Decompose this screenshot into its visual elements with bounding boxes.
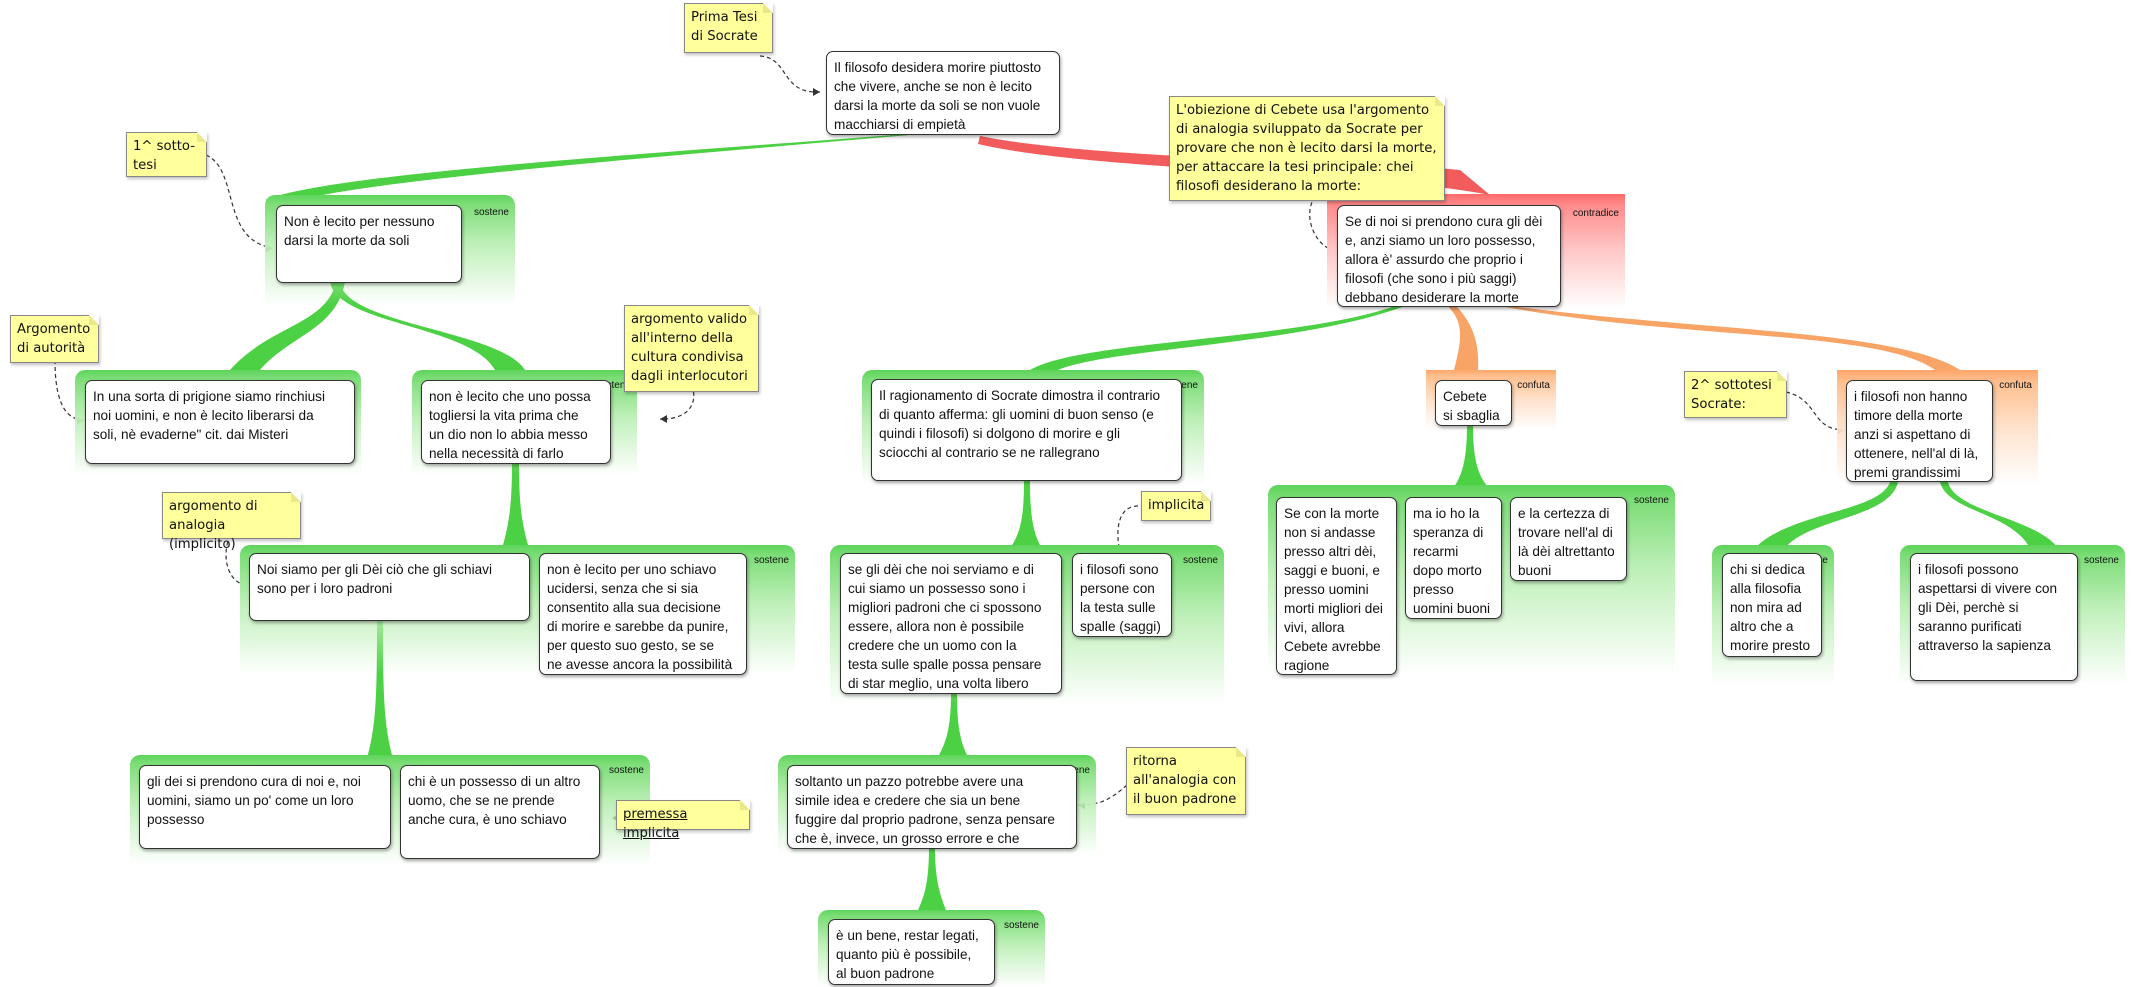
link-root-lecito (265, 128, 990, 200)
node-dio[interactable]: non è lecito che uno possa togliersi la … (421, 380, 611, 464)
leader-prima-tesi (759, 55, 821, 93)
tag-confuta: confuta (1517, 380, 1550, 391)
tag-contradice: contradice (1572, 208, 1619, 219)
arrow-valido (660, 415, 667, 423)
note-analogia[interactable]: argomento di analogia (implicito) (162, 492, 301, 552)
node-filosofi-saggi[interactable]: i filosofi sono persone con la testa sul… (1072, 553, 1172, 637)
node-se-morte[interactable]: Se con la morte non si andasse presso al… (1276, 497, 1397, 675)
leader-autorita (54, 359, 85, 421)
note-obiezione[interactable]: L'obiezione di Cebete usa l'argomento di… (1169, 96, 1445, 201)
leader-sotto-tesi-1 (205, 154, 274, 249)
link-schiavi-cura (365, 620, 395, 765)
link-sbaglia-figli (1454, 425, 1488, 487)
link-dio-schiavi (503, 462, 528, 545)
tag-sostene: sostene (1003, 920, 1039, 931)
tag-sostene: sostene (2083, 555, 2119, 566)
node-bene[interactable]: è un bene, restar legati, quanto più è p… (828, 919, 995, 985)
node-dei-schiavi[interactable]: Noi siamo per gli Dèi ciò che gli schiav… (249, 553, 530, 621)
note-autorita[interactable]: Argomento di autorità (10, 315, 99, 363)
node-aspettarsi[interactable]: i filosofi possono aspettarsi di vivere … (1910, 553, 2078, 681)
tag-sostene: sostene (473, 207, 509, 218)
link-lecito-dio (330, 282, 525, 370)
tag-sostene: sostene (608, 765, 644, 776)
note-valido[interactable]: argomento valido all'interno della cultu… (624, 305, 759, 392)
link-lecito-prigione (230, 282, 345, 370)
leader-obiezione (1309, 195, 1336, 251)
node-possesso[interactable]: chi è un possesso di un altro uomo, che … (400, 765, 600, 859)
node-prigione[interactable]: In una sorta di prigione siamo rinchiusi… (85, 380, 355, 464)
note-premessa[interactable]: premessa implicita (616, 800, 750, 841)
node-dei-cura[interactable]: gli dei si prendono cura di noi e, noi u… (139, 765, 391, 849)
note-ritorna[interactable]: ritorna all'analogia con il buon padrone (1126, 747, 1246, 815)
tag-sostene: sostene (595, 380, 631, 391)
arrow-prima-tesi (813, 88, 820, 96)
note-sotto-tesi-2[interactable]: 2^ sottotesi Socrate: (1684, 371, 1787, 418)
note-implicita[interactable]: implicita (1141, 491, 1211, 521)
link-timore-aspettarsi (1940, 482, 2058, 548)
tag-sostene: sostene (753, 555, 789, 566)
link-cebete-timore (1500, 306, 1960, 370)
node-timore[interactable]: i filosofi non hanno timore della morte … (1846, 380, 1993, 482)
node-pazzo[interactable]: soltanto un pazzo potrebbe avere una sim… (787, 765, 1077, 849)
link-serviamo-pazzo (939, 693, 967, 755)
link-ragionamento-serviamo (1012, 480, 1040, 545)
node-serviamo[interactable]: se gli dèi che noi serviamo e di cui sia… (840, 553, 1062, 694)
note-prima-tesi[interactable]: Prima Tesi di Socrate (684, 3, 773, 53)
note-sotto-tesi-1[interactable]: 1^ sotto- tesi (126, 132, 207, 177)
node-certezza[interactable]: e la certezza di trovare nell'al di là d… (1510, 497, 1627, 581)
link-timore-dedica (1755, 482, 1898, 548)
link-pazzo-bene (918, 847, 946, 910)
node-speranza[interactable]: ma io ho la speranza di recarmi dopo mor… (1405, 497, 1502, 619)
node-cebete[interactable]: Se di noi si prendono cura gli dèi e, an… (1337, 205, 1561, 307)
node-root[interactable]: Il filosofo desidera morire piuttosto ch… (826, 51, 1060, 135)
node-non-lecito[interactable]: Non è lecito per nessuno darsi la morte … (276, 205, 462, 283)
leader-sotto-tesi-2 (1785, 391, 1846, 431)
node-sbaglia[interactable]: Cebete si sbaglia (1435, 380, 1512, 426)
node-dedica[interactable]: chi si dedica alla filosofia non mira ad… (1722, 553, 1822, 657)
link-cebete-ragionamento (1030, 306, 1405, 370)
node-schiavo[interactable]: non è lecito per uno schiavo ucidersi, s… (539, 553, 747, 675)
tag-sostene: sostene (1182, 555, 1218, 566)
link-cebete-sbaglia (1448, 306, 1479, 370)
tag-confuta: confuta (1999, 380, 2032, 391)
tag-sostene: sostene (1633, 495, 1669, 506)
node-ragionamento[interactable]: Il ragionamento di Socrate dimostra il c… (871, 379, 1182, 481)
